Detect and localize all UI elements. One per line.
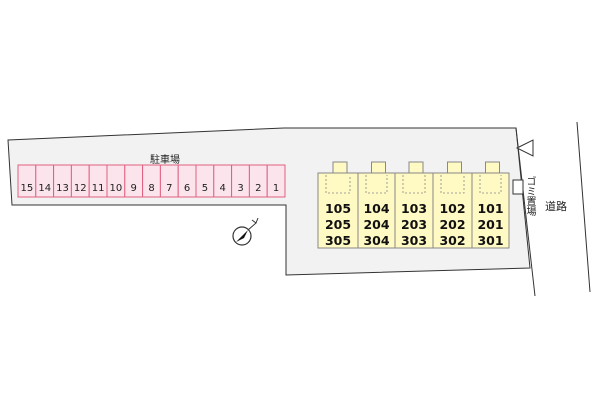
parking-slot-number: 9 <box>131 183 137 194</box>
unit-number: 104 <box>363 201 389 216</box>
parking-slot <box>266 164 286 198</box>
unit-balcony <box>408 161 424 175</box>
parking-slot-number: 7 <box>166 183 172 194</box>
unit-balcony <box>332 161 348 175</box>
unit-number: 102 <box>439 201 465 216</box>
north-arrow-icon <box>232 217 259 246</box>
parking-slot-number: 13 <box>56 183 69 194</box>
road-edge <box>515 127 536 297</box>
unit-number: 105 <box>325 201 351 216</box>
unit-number: 204 <box>363 217 389 232</box>
unit-number: 103 <box>401 201 427 216</box>
unit-block <box>357 172 396 249</box>
unit-number: 201 <box>477 217 503 232</box>
parking-slot-number: 6 <box>184 183 190 194</box>
parking-slot-number: 15 <box>21 183 34 194</box>
unit-block <box>317 172 359 249</box>
unit-number: 202 <box>439 217 465 232</box>
unit-number: 101 <box>477 201 503 216</box>
unit-number: 303 <box>401 233 427 248</box>
parking-slot-number: 8 <box>148 183 154 194</box>
parking-slot-number: 10 <box>110 183 123 194</box>
unit-stairs <box>365 175 388 194</box>
parking-slot-number: 11 <box>92 183 105 194</box>
entrance-triangle-icon <box>515 139 534 157</box>
parking-slot-number: 2 <box>255 183 261 194</box>
parking-slot-number: 3 <box>237 183 243 194</box>
unit-balcony <box>485 161 500 175</box>
garbage-area <box>512 179 524 195</box>
parking-slot-number: 4 <box>220 183 226 194</box>
unit-number: 205 <box>325 217 351 232</box>
unit-stairs <box>325 175 351 194</box>
parking-slot-number: 5 <box>202 183 208 194</box>
unit-block <box>394 172 434 249</box>
unit-number: 305 <box>325 233 351 248</box>
parking-slot-number: 14 <box>38 183 51 194</box>
parking-slot-number: 1 <box>273 183 279 194</box>
road-label: 道路 <box>545 200 567 213</box>
parking-label: 駐車場 <box>150 155 180 166</box>
unit-number: 302 <box>439 233 465 248</box>
road-edge <box>576 121 591 293</box>
unit-stairs <box>479 175 502 194</box>
unit-balcony <box>447 161 462 175</box>
garbage-area-label: ゴミ置場 <box>524 176 535 216</box>
unit-balcony <box>371 161 386 175</box>
unit-number: 304 <box>363 233 389 248</box>
unit-number: 203 <box>401 217 427 232</box>
unit-number: 301 <box>477 233 503 248</box>
unit-block <box>432 172 473 249</box>
unit-block <box>471 172 510 249</box>
unit-stairs <box>440 175 465 194</box>
parking-slot-number: 12 <box>74 183 87 194</box>
unit-stairs <box>402 175 426 194</box>
